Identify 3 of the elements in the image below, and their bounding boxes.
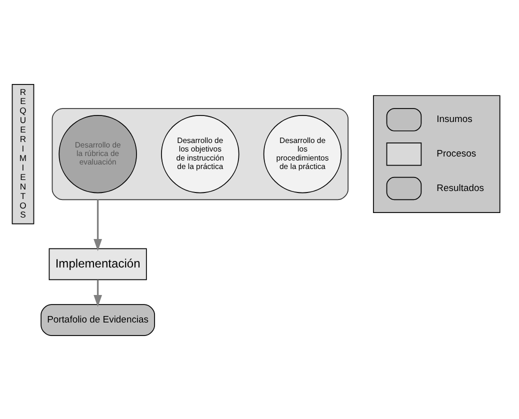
legend-label: Procesos (436, 148, 476, 160)
legend-label: Resultados (436, 182, 484, 194)
legend-label: Insumos (436, 114, 472, 125)
